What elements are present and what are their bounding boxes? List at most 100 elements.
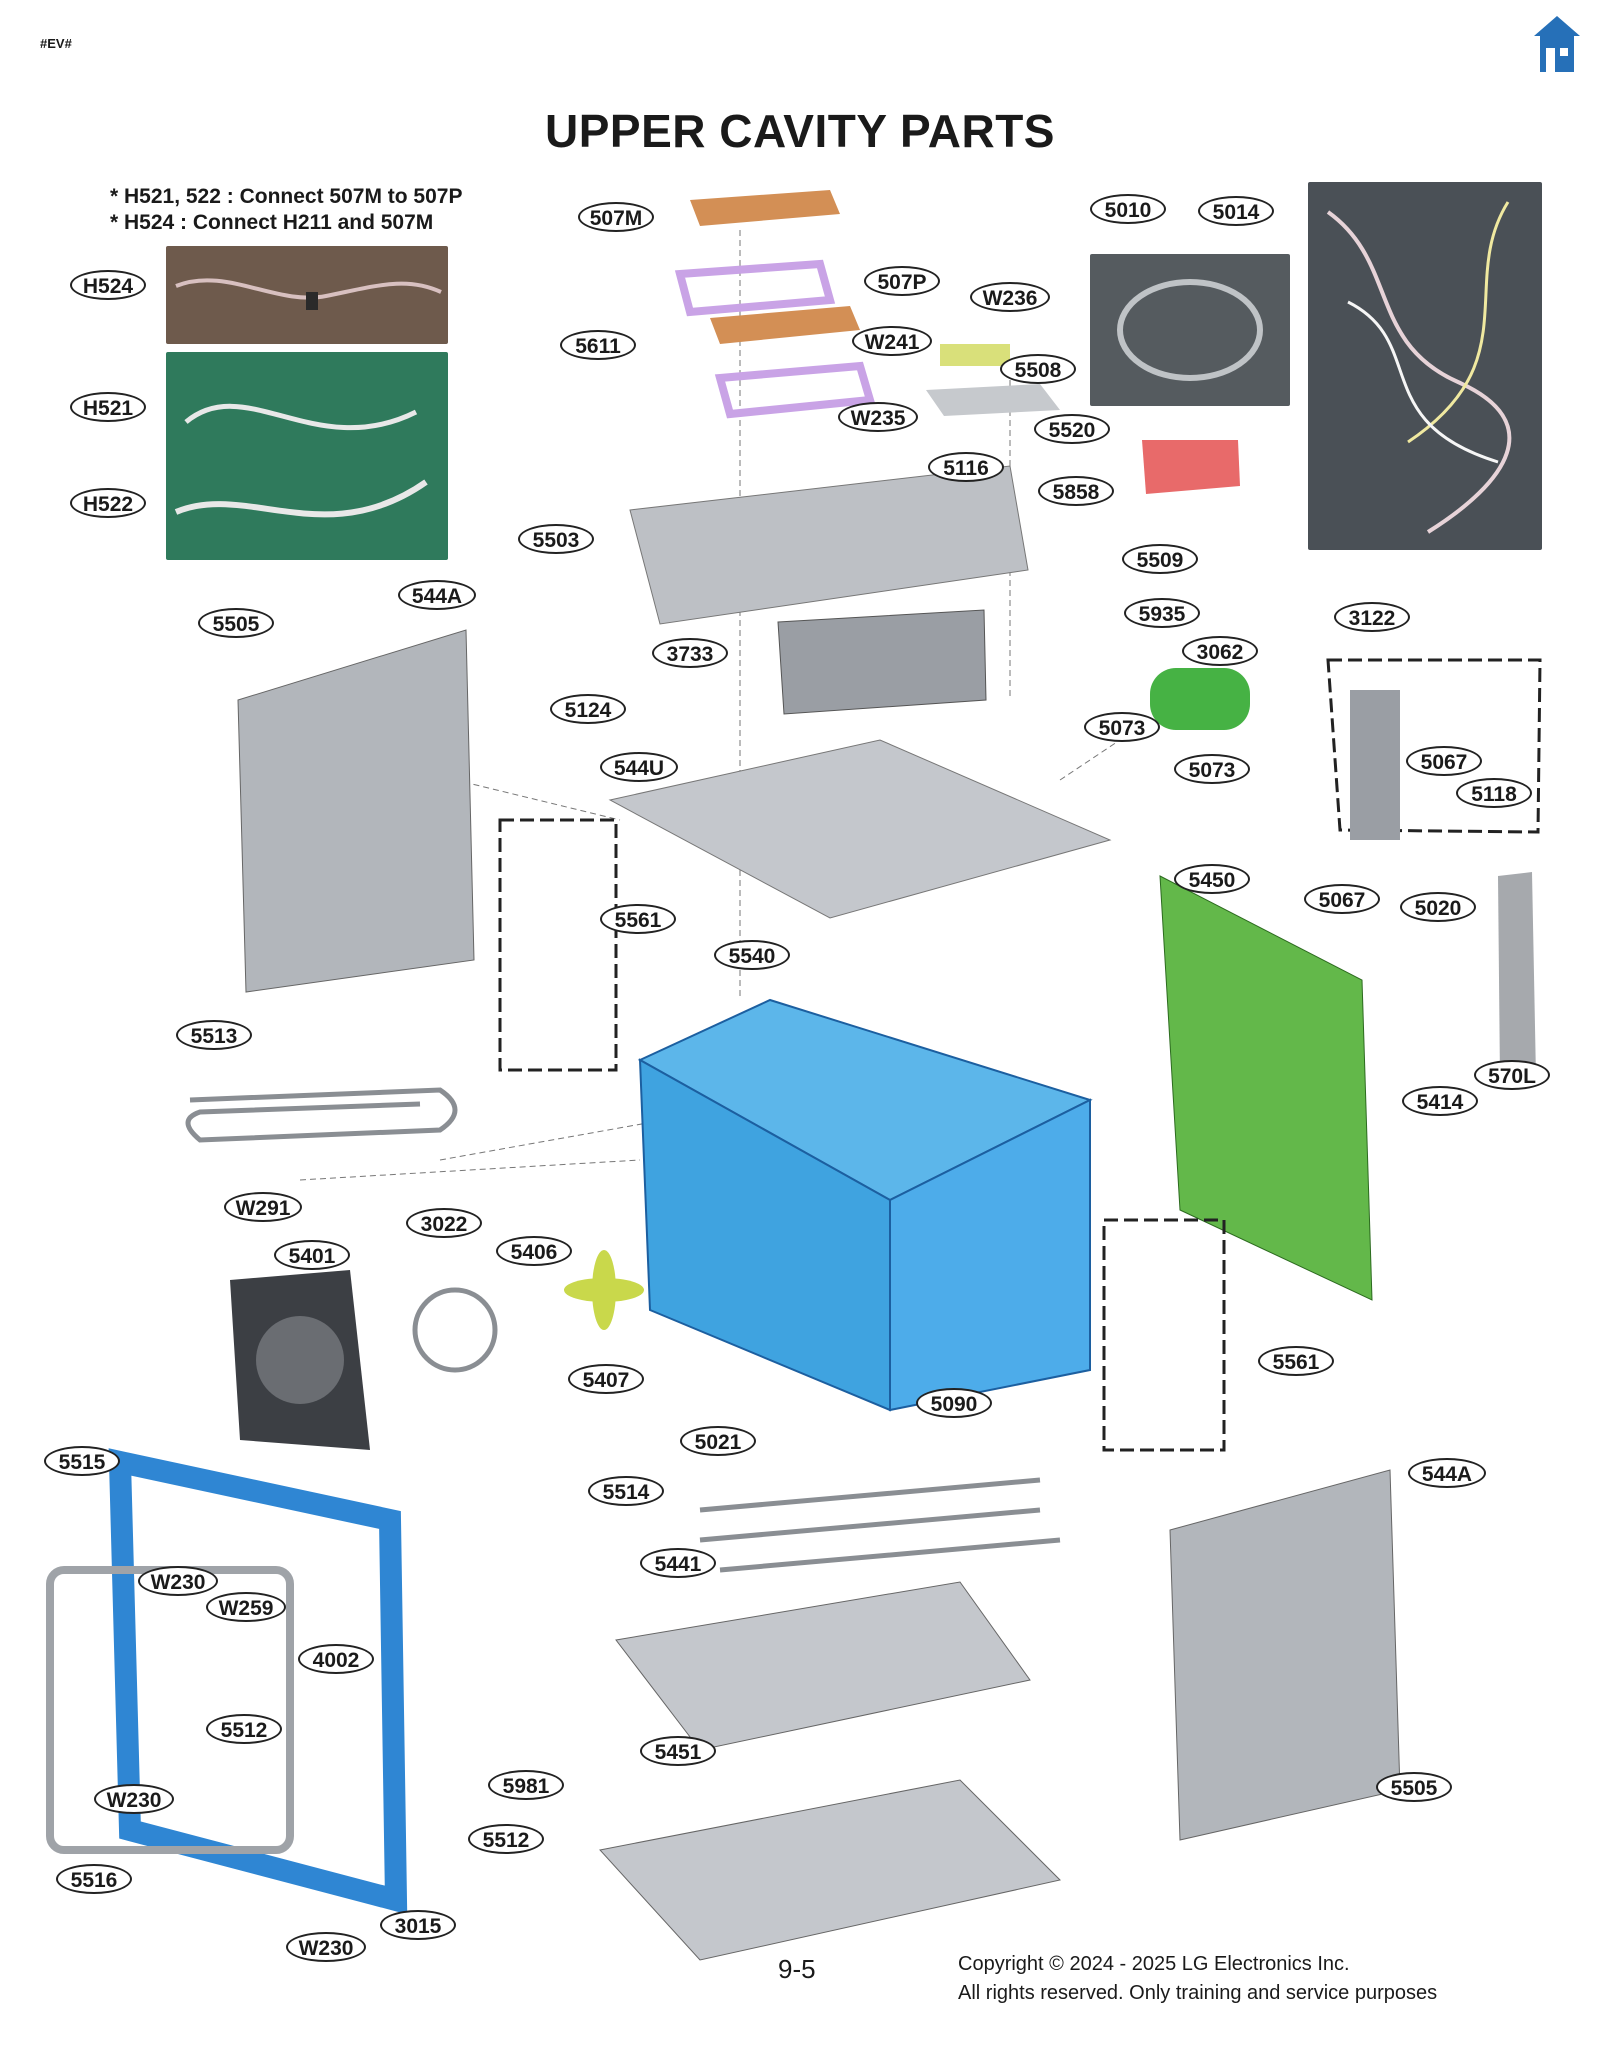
- callout-5401[interactable]: 5401: [274, 1240, 350, 1270]
- callout-5512-a[interactable]: 5512: [206, 1714, 282, 1744]
- callout-5505-bottom[interactable]: 5505: [1376, 1772, 1452, 1802]
- bracket-3733: [777, 609, 987, 715]
- callout-3733[interactable]: 3733: [652, 638, 728, 668]
- heater-pad-507p: [710, 306, 860, 344]
- callout-544u[interactable]: 544U: [600, 752, 678, 782]
- fan-blade-5407: [564, 1250, 644, 1330]
- callout-w291[interactable]: W291: [224, 1192, 302, 1222]
- callout-5021[interactable]: 5021: [680, 1426, 756, 1456]
- side-panel-544a-left: [237, 629, 475, 993]
- callout-5503[interactable]: 5503: [518, 524, 594, 554]
- harness-photo-h524: [166, 246, 448, 344]
- callout-w259[interactable]: W259: [206, 1592, 286, 1622]
- callout-5611[interactable]: 5611: [560, 330, 636, 360]
- callout-5020[interactable]: 5020: [1400, 892, 1476, 922]
- harness-photo-5010: [1090, 254, 1290, 406]
- callout-3015[interactable]: 3015: [380, 1910, 456, 1940]
- callout-5540[interactable]: 5540: [714, 940, 790, 970]
- harness-photo-h521-h522: [166, 352, 448, 560]
- callout-w230-b[interactable]: W230: [94, 1784, 174, 1814]
- copyright-line-2: All rights reserved. Only training and s…: [958, 1982, 1438, 2004]
- callout-5407[interactable]: 5407: [568, 1364, 644, 1394]
- callout-w235[interactable]: W235: [838, 402, 918, 432]
- note-line-1: * H521, 522 : Connect 507M to 507P: [110, 185, 463, 208]
- callout-5513[interactable]: 5513: [176, 1020, 252, 1050]
- broil-element-5513: [185, 1087, 458, 1143]
- page-tag: #EV#: [40, 36, 72, 51]
- convection-element-3022: [412, 1287, 498, 1373]
- callout-w241[interactable]: W241: [852, 326, 932, 356]
- callout-5450[interactable]: 5450: [1174, 864, 1250, 894]
- callout-544a-top[interactable]: 544A: [398, 580, 476, 610]
- home-icon[interactable]: [1532, 14, 1582, 76]
- callout-5406[interactable]: 5406: [496, 1236, 572, 1266]
- sensor-box-5561-top: [498, 818, 618, 1072]
- callout-5981[interactable]: 5981: [488, 1770, 564, 1800]
- bracket-5611-upper: [674, 259, 836, 317]
- callout-5067-a[interactable]: 5067: [1406, 746, 1482, 776]
- side-panel-544a-right: [1169, 1469, 1401, 1841]
- callout-507m[interactable]: 507M: [578, 202, 654, 232]
- callout-5414[interactable]: 5414: [1402, 1086, 1478, 1116]
- cavity-5540-blue: [637, 998, 1093, 1412]
- callout-h521[interactable]: H521: [70, 392, 146, 422]
- fan-motor-5124: [1150, 668, 1250, 730]
- heater-pad-507m: [690, 190, 840, 226]
- page-title: UPPER CAVITY PARTS: [545, 105, 1055, 157]
- callout-5508[interactable]: 5508: [1000, 354, 1076, 384]
- callout-5451[interactable]: 5451: [640, 1736, 716, 1766]
- callout-5118[interactable]: 5118: [1456, 778, 1532, 808]
- callout-5010[interactable]: 5010: [1090, 194, 1166, 224]
- bottom-plate-5451: [599, 1779, 1061, 1961]
- callout-w236[interactable]: W236: [970, 282, 1050, 312]
- sensor-box-5561-bottom: [1102, 1218, 1226, 1452]
- assembly-box-3122: [1326, 658, 1542, 834]
- callout-w230-c[interactable]: W230: [286, 1932, 366, 1962]
- callout-5520[interactable]: 5520: [1034, 414, 1110, 444]
- page-number: 9-5: [778, 1954, 816, 1984]
- callout-5935[interactable]: 5935: [1124, 598, 1200, 628]
- callout-w230-a[interactable]: W230: [138, 1566, 218, 1596]
- callout-5561-bottom[interactable]: 5561: [1258, 1346, 1334, 1376]
- callout-5124[interactable]: 3062: [1182, 636, 1258, 666]
- fan-cover-5401: [230, 1270, 370, 1450]
- cavity-top-544u: [608, 739, 1112, 919]
- steam-generator: [1350, 690, 1400, 840]
- callout-5515[interactable]: 5515: [44, 1446, 120, 1476]
- callout-5067-b[interactable]: 5067: [1304, 884, 1380, 914]
- front-frame-5515: [108, 1448, 408, 1915]
- callout-5090[interactable]: 5090: [916, 1388, 992, 1418]
- callout-5512-b[interactable]: 5512: [468, 1824, 544, 1854]
- callout-5509[interactable]: 5509: [1122, 544, 1198, 574]
- callout-5858[interactable]: 5858: [1038, 476, 1114, 506]
- callout-5516[interactable]: 5516: [56, 1864, 132, 1894]
- bracket-5611-lower: [714, 361, 876, 419]
- callout-5116[interactable]: 5116: [928, 452, 1004, 482]
- callout-5073-a[interactable]: 5073: [1084, 712, 1160, 742]
- callout-4002[interactable]: 4002: [298, 1644, 374, 1674]
- callout-5441[interactable]: 5441: [640, 1548, 716, 1578]
- callout-3062[interactable]: 5124: [550, 694, 626, 724]
- callout-507p[interactable]: 507P: [864, 266, 940, 296]
- callout-h524[interactable]: H524: [70, 270, 146, 300]
- callout-544a-bottom[interactable]: 544A: [1408, 1458, 1486, 1488]
- terminal-block-5508: [940, 344, 1010, 366]
- harness-photo-5014: [1308, 182, 1542, 550]
- callout-3122[interactable]: 3122: [1334, 602, 1410, 632]
- bottom-plate-5441: [615, 1581, 1031, 1751]
- bracket-570l: [1498, 872, 1536, 1080]
- rear-panel-5450: [1159, 875, 1373, 1301]
- callout-5561-top[interactable]: 5561: [600, 904, 676, 934]
- callout-5514[interactable]: 5514: [588, 1476, 664, 1506]
- callout-5073-b[interactable]: 5073: [1174, 754, 1250, 784]
- bake-element-5514: [699, 1477, 1061, 1573]
- top-plate-5503: [629, 465, 1029, 625]
- callout-h522[interactable]: H522: [70, 488, 146, 518]
- callout-5505-top[interactable]: 5505: [198, 608, 274, 638]
- note-line-2: * H524 : Connect H211 and 507M: [110, 211, 434, 234]
- callout-5014[interactable]: 5014: [1198, 196, 1274, 226]
- copyright: Copyright © 2024 - 2025 LG Electronics I…: [958, 1950, 1437, 2008]
- callout-570l[interactable]: 570L: [1474, 1060, 1550, 1090]
- callout-3022[interactable]: 3022: [406, 1208, 482, 1238]
